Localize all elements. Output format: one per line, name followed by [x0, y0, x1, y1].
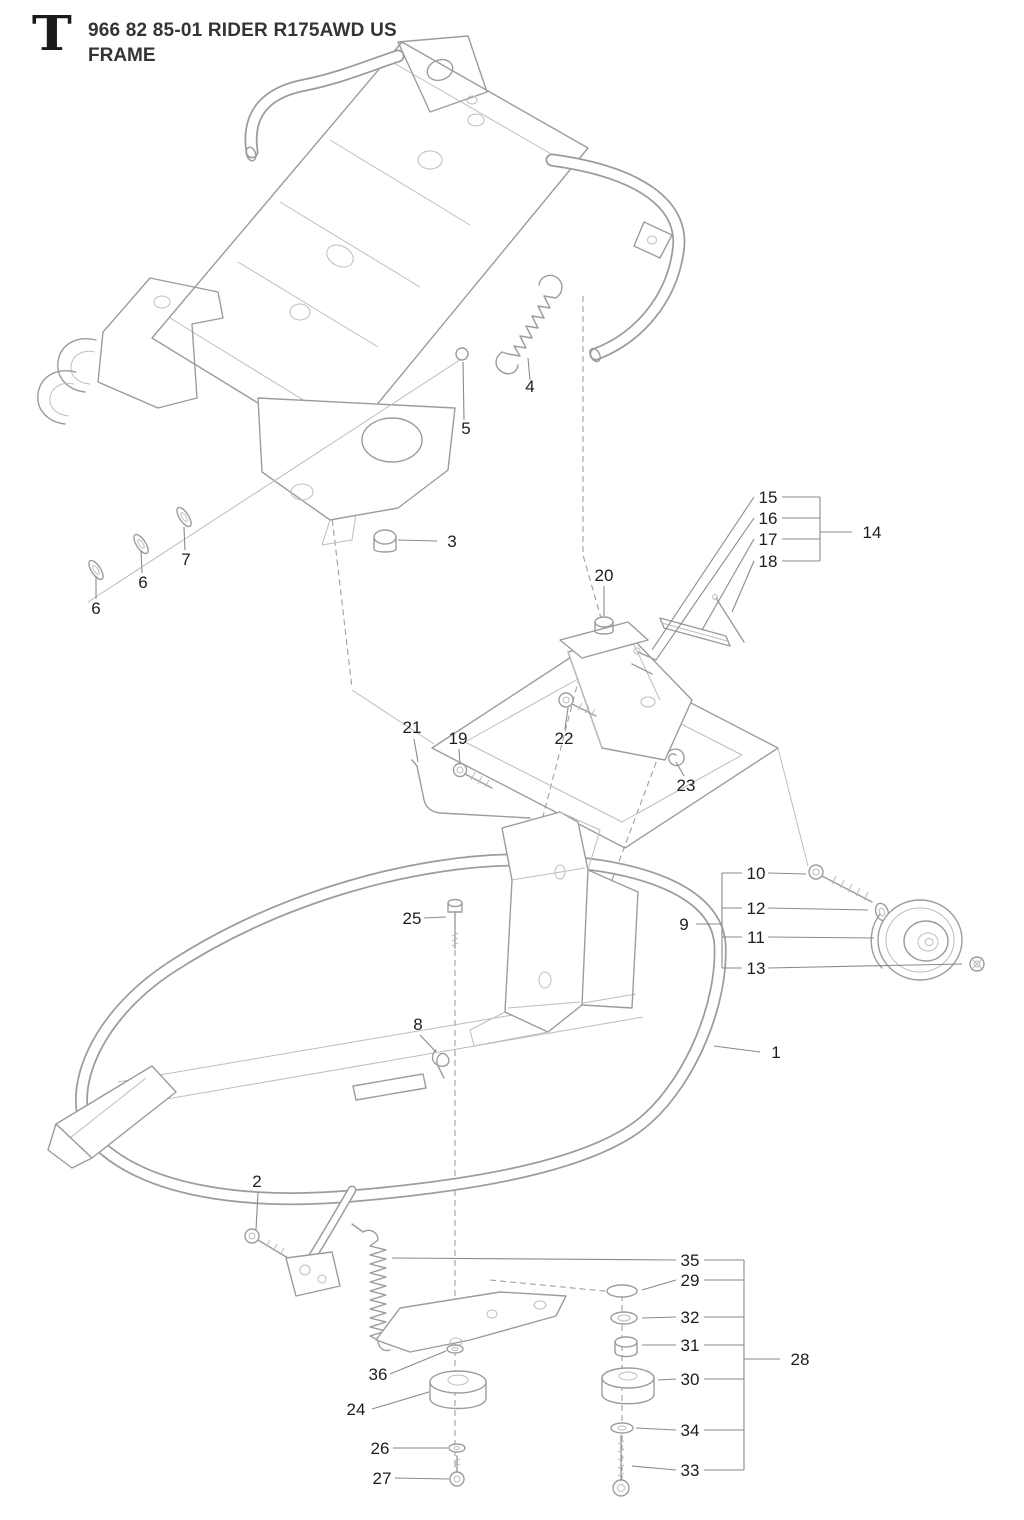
part-ring-32 [610, 1311, 638, 1325]
callout-5: 5 [461, 419, 470, 438]
callout-32: 32 [681, 1308, 700, 1327]
callout-33: 33 [681, 1461, 700, 1480]
callout-4: 4 [525, 377, 534, 396]
part-cable-and-washers [87, 347, 469, 603]
part-washer-7 [176, 506, 192, 528]
part-bolt-22 [558, 692, 597, 717]
part-wheel-11 [870, 899, 963, 981]
callout-1: 1 [771, 1043, 780, 1062]
left-pulley-stack [429, 1344, 487, 1487]
callout-36: 36 [369, 1365, 388, 1384]
page-header: 966 82 85-01 RIDER R175AWD US FRAME [88, 20, 397, 67]
part-clip-8 [431, 1049, 450, 1079]
part-spring-35 [351, 1223, 391, 1352]
callout-27: 27 [373, 1469, 392, 1488]
part-bolt-27 [449, 1455, 465, 1487]
callout-6a: 6 [138, 573, 147, 592]
part-cap-31 [614, 1336, 638, 1358]
part-nut-20 [594, 616, 614, 635]
callout-22: 22 [555, 729, 574, 748]
callout-13: 13 [747, 959, 766, 978]
part-rod-21 [411, 759, 531, 819]
callout-7: 7 [181, 550, 190, 569]
callout-labels: 4 5 3 7 6 6 15 16 17 18 14 20 21 19 22 2… [91, 377, 881, 1488]
callout-20: 20 [595, 566, 614, 585]
section-title: FRAME [88, 45, 156, 66]
mounting-plate [431, 647, 809, 867]
callout-21: 21 [403, 718, 422, 737]
part-pin-18 [712, 594, 745, 643]
brand-logo-t: T [31, 6, 72, 62]
wheel-assembly [808, 864, 985, 981]
part-washer-26 [448, 1443, 466, 1453]
callout-8: 8 [413, 1015, 422, 1034]
pivot-arm-plate [375, 1291, 567, 1353]
part-bolt-19 [452, 762, 493, 789]
callout-26: 26 [371, 1439, 390, 1458]
chassis-weldment [37, 35, 686, 745]
frame-tube-assembly [47, 853, 727, 1297]
part-washer-36 [446, 1344, 464, 1354]
part-bolt-33 [612, 1435, 630, 1497]
callout-16: 16 [759, 509, 778, 528]
callout-12: 12 [747, 899, 766, 918]
part-blade-17 [659, 617, 731, 647]
part-nut-13 [969, 956, 985, 972]
leader-lines [95, 357, 963, 1480]
callout-25: 25 [403, 909, 422, 928]
part-nut-3 [373, 529, 397, 553]
part-pulley-30 [601, 1367, 655, 1405]
part-ring-29 [606, 1284, 638, 1298]
callout-28: 28 [791, 1350, 810, 1369]
part-clip-23 [667, 748, 685, 767]
part-bolt-2 [244, 1228, 289, 1259]
callout-35: 35 [681, 1251, 700, 1270]
callout-24: 24 [347, 1400, 366, 1419]
callout-15: 15 [759, 488, 778, 507]
part-washer-6a [133, 533, 149, 555]
callout-23: 23 [677, 776, 696, 795]
seat-bracket [469, 811, 639, 1047]
part-bolt-25 [447, 898, 463, 949]
callout-17: 17 [759, 530, 778, 549]
part-ball-joint-5 [455, 347, 469, 361]
callout-6b: 6 [91, 599, 100, 618]
callout-30: 30 [681, 1370, 700, 1389]
damper-bracket-assembly [558, 594, 745, 767]
callout-19: 19 [449, 729, 468, 748]
rear-bracket [285, 1251, 341, 1297]
callout-2: 2 [252, 1172, 261, 1191]
callout-34: 34 [681, 1421, 700, 1440]
callout-11: 11 [747, 928, 765, 947]
part-spring-4 [495, 274, 563, 375]
part-axle-bolt-10 [808, 864, 873, 903]
callout-14: 14 [863, 523, 882, 542]
document-title: 966 82 85-01 RIDER R175AWD US [88, 20, 397, 41]
callout-18: 18 [759, 552, 778, 571]
callout-9: 9 [679, 915, 688, 934]
part-pin-15-16 [631, 647, 657, 675]
part-pulley-24 [429, 1370, 487, 1410]
callout-3: 3 [447, 532, 456, 551]
callout-31: 31 [681, 1336, 700, 1355]
callout-10: 10 [747, 864, 766, 883]
right-pulley-stack [601, 1284, 655, 1497]
part-washer-34 [610, 1422, 634, 1434]
part-washer-6b [88, 559, 104, 581]
callout-29: 29 [681, 1271, 700, 1290]
